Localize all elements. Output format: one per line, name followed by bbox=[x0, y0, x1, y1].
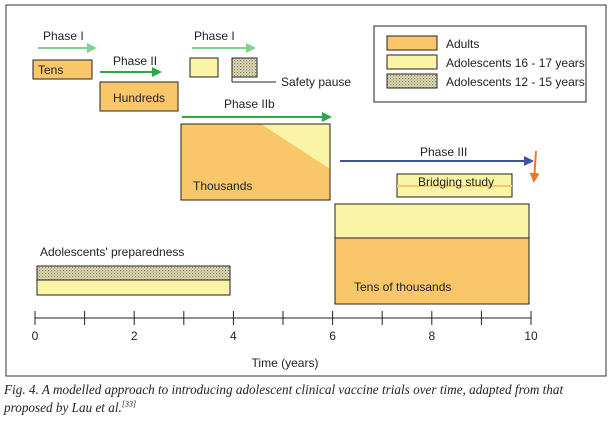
thousands-label: Thousands bbox=[193, 179, 252, 193]
phase-3-end-arrow bbox=[529, 150, 540, 183]
axis-tick-label-6: 6 bbox=[329, 329, 336, 343]
axis-tick-label-0: 0 bbox=[32, 329, 39, 343]
bridging-study-label: Bridging study bbox=[418, 175, 494, 189]
axis-tick-label-8: 8 bbox=[428, 329, 435, 343]
tens-of-thousands-box bbox=[334, 237, 530, 305]
legend-label-adolescents-16-17: Adolescents 16 - 17 years bbox=[446, 56, 585, 70]
legend-swatch-adolescents-12-15 bbox=[386, 73, 438, 89]
tens-of-thousands-label: Tens of thousands bbox=[354, 280, 451, 294]
caption-reference: [33] bbox=[121, 399, 137, 409]
phase-1-adolescent-label: Phase I bbox=[194, 29, 235, 43]
axis-tick-label-10: 10 bbox=[524, 329, 538, 343]
legend-swatch-adolescents-16-17 bbox=[386, 54, 438, 70]
preparedness-16-17-band bbox=[36, 279, 231, 296]
hundreds-label: Hundreds bbox=[113, 91, 165, 105]
tens-of-thousands-adolescent-band bbox=[334, 203, 530, 239]
legend-frame bbox=[373, 25, 587, 103]
phase-1-label: Phase I bbox=[43, 29, 84, 43]
phase-2-label: Phase II bbox=[113, 54, 157, 68]
tens-label: Tens bbox=[38, 63, 63, 77]
thousands-adolescent-wedge bbox=[261, 124, 330, 169]
thousands-box-border bbox=[180, 123, 331, 201]
preparedness-12-15-band bbox=[36, 265, 231, 281]
axis-tick-label-4: 4 bbox=[230, 329, 237, 343]
figure-caption: Fig. 4. A modelled approach to introduci… bbox=[4, 381, 608, 417]
hundreds-box bbox=[99, 81, 179, 112]
time-axis-ticks: 0 2 4 6 8 10 bbox=[32, 311, 538, 343]
legend: Adults Adolescents 16 - 17 years Adolesc… bbox=[373, 25, 587, 103]
time-axis-title: Time (years) bbox=[252, 356, 319, 370]
axis-tick-label-2: 2 bbox=[131, 329, 138, 343]
tens-box bbox=[32, 59, 93, 80]
caption-text: Fig. 4. A modelled approach to introduci… bbox=[4, 382, 564, 415]
adolescents-preparedness-label: Adolescents' preparedness bbox=[40, 245, 184, 259]
phase-3-label: Phase III bbox=[420, 145, 467, 159]
time-axis: 0 2 4 6 8 10 Time (years) bbox=[32, 311, 538, 370]
adolescent-12-15-box bbox=[231, 57, 258, 78]
legend-label-adolescents-12-15: Adolescents 12 - 15 years bbox=[446, 75, 585, 89]
adolescent-16-17-box bbox=[189, 57, 219, 78]
safety-pause-label: Safety pause bbox=[281, 75, 351, 89]
legend-swatch-adults bbox=[386, 35, 438, 51]
diagram-frame bbox=[5, 4, 607, 377]
phase-2b-label: Phase IIb bbox=[224, 97, 275, 111]
legend-label-adults: Adults bbox=[446, 37, 479, 51]
